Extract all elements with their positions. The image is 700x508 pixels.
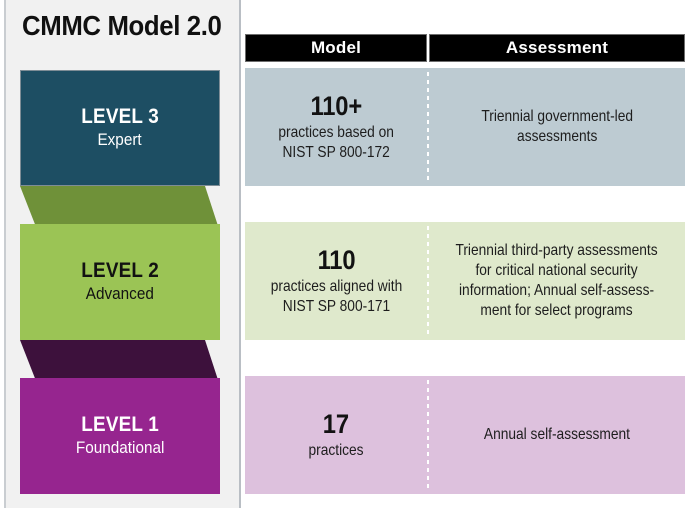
cell-separator-level-1 [427, 380, 429, 490]
model-count-level-3: 110+ [310, 91, 362, 122]
assessment-text-level-1: Annual self-assessment [483, 426, 631, 444]
model-note-level-1: practices [308, 442, 364, 460]
level-block-level-1[interactable]: LEVEL 1 Foundational [20, 378, 220, 494]
level-descriptor-1: Foundational [75, 438, 165, 458]
level-name-2: LEVEL 2 [81, 259, 159, 283]
left-panel-edge [4, 0, 6, 508]
model-count-level-1: 17 [322, 408, 350, 439]
level-block-level-3[interactable]: LEVEL 3 Expert [20, 70, 220, 186]
column-header-model: Model [245, 34, 427, 62]
assessment-cell-level-2: Triennial third-party assessments for cr… [429, 222, 685, 340]
assessment-text-level-2: Triennial third-party assessments for cr… [455, 242, 659, 319]
page-title: CMMC Model 2.0 [22, 10, 222, 41]
band-level-2: 110 practices aligned with NIST SP 800-1… [245, 222, 685, 340]
model-count-level-2: 110 [317, 245, 355, 276]
column-header-assessment: Assessment [429, 34, 685, 62]
model-cell-level-3: 110+ practices based on NIST SP 800-172 [245, 68, 427, 186]
level-descriptor-3: Expert [97, 130, 143, 150]
model-note-level-3: practices based on NIST SP 800-172 [278, 124, 394, 161]
model-note-level-2: practices aligned with NIST SP 800-171 [270, 278, 402, 315]
level-name-3: LEVEL 3 [81, 105, 159, 129]
cell-separator-level-3 [427, 72, 429, 182]
level-descriptor-2: Advanced [85, 284, 155, 304]
assessment-cell-level-3: Triennial government-led assessments [429, 68, 685, 186]
level-name-1: LEVEL 1 [81, 413, 159, 437]
model-cell-level-2: 110 practices aligned with NIST SP 800-1… [245, 222, 427, 340]
band-level-1: 17 practices Annual self-assessment [245, 376, 685, 494]
band-level-3: 110+ practices based on NIST SP 800-172 … [245, 68, 685, 186]
assessment-cell-level-1: Annual self-assessment [429, 376, 685, 494]
cell-separator-level-2 [427, 226, 429, 336]
model-cell-level-1: 17 practices [245, 376, 427, 494]
assessment-text-level-3: Triennial government-led assessments [481, 108, 633, 145]
panel-vertical-divider [239, 0, 241, 508]
level-block-level-2[interactable]: LEVEL 2 Advanced [20, 224, 220, 340]
ribbon-fold-level-2 [20, 186, 220, 232]
ribbon-fold-level-1 [20, 340, 220, 386]
